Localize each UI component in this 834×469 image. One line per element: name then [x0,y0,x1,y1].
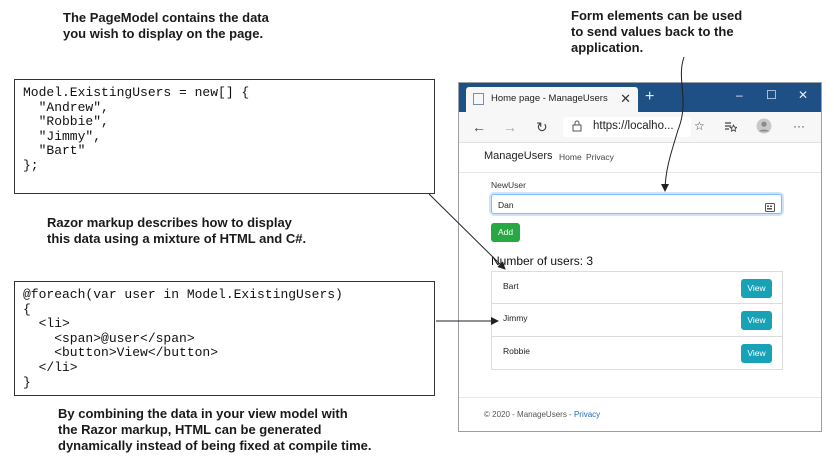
browser-window: Home page - ManageUsers ✕ + – ☐ ✕ ← → ↻ … [458,82,822,432]
more-options-icon[interactable]: ··· [793,119,805,133]
browser-tab[interactable]: Home page - ManageUsers ✕ [466,87,638,112]
site-brand[interactable]: ManageUsers [484,150,553,162]
footer-privacy-link[interactable]: Privacy [573,410,601,419]
tab-title: Home page - ManageUsers [491,93,608,104]
razor-code-box: @foreach(var user in Model.ExistingUsers… [14,281,435,396]
arrow-model-to-list [428,193,506,270]
favorite-star-icon[interactable]: ☆ [694,119,705,133]
footer-text: © 2020 - ManageUsers - Privacy [484,410,600,419]
new-tab-icon[interactable]: + [645,88,655,105]
user-name: Robbie [503,346,530,356]
site-footer: © 2020 - ManageUsers - Privacy [459,397,821,431]
new-user-label: NewUser [491,180,526,190]
forward-icon[interactable]: → [503,119,517,135]
url-text: https://localho... [593,120,674,132]
annotation-combining: By combining the data in your view model… [58,406,372,453]
new-user-input[interactable] [498,198,748,211]
favorites-bar-icon[interactable] [724,120,738,136]
new-user-field[interactable] [491,194,782,214]
user-name: Bart [503,281,519,291]
page-icon [473,93,484,105]
view-button[interactable]: View [741,344,772,363]
minimize-icon[interactable]: – [736,88,743,102]
list-item: Robbie View [491,337,783,370]
address-bar: ← → ↻ https://localho... ☆ ··· [459,112,821,143]
view-button[interactable]: View [741,311,772,330]
nav-privacy[interactable]: Privacy [586,152,614,162]
maximize-icon[interactable]: ☐ [766,88,777,102]
list-item: Bart View [491,271,783,304]
site-navbar: ManageUsers Home Privacy [459,142,821,173]
user-count: Number of users: 3 [491,254,594,268]
model-code-box: Model.ExistingUsers = new[] { "Andrew", … [14,79,435,194]
url-box[interactable]: https://localho... [563,117,691,137]
annotation-form-elements: Form elements can be used to send values… [571,8,743,55]
refresh-icon[interactable]: ↻ [536,119,548,135]
footer-copyright: © 2020 - ManageUsers - [484,410,574,419]
annotation-razor: Razor markup describes how to display th… [47,215,307,246]
annotation-pagemodel: The PageModel contains the data you wish… [63,10,269,41]
arrow-form-to-input [661,56,685,192]
browser-titlebar: Home page - ManageUsers ✕ + – ☐ ✕ [459,83,821,112]
add-button[interactable]: Add [491,223,520,242]
keyboard-icon[interactable] [765,199,775,212]
window-close-icon[interactable]: ✕ [798,88,809,102]
view-button[interactable]: View [741,279,772,298]
user-list: Bart View Jimmy View Robbie View [491,271,783,370]
user-name: Jimmy [503,313,528,323]
tab-close-icon[interactable]: ✕ [620,91,631,106]
back-icon[interactable]: ← [472,119,486,135]
lock-icon [572,120,582,135]
nav-home[interactable]: Home [559,152,582,162]
profile-avatar-icon[interactable] [756,118,772,137]
